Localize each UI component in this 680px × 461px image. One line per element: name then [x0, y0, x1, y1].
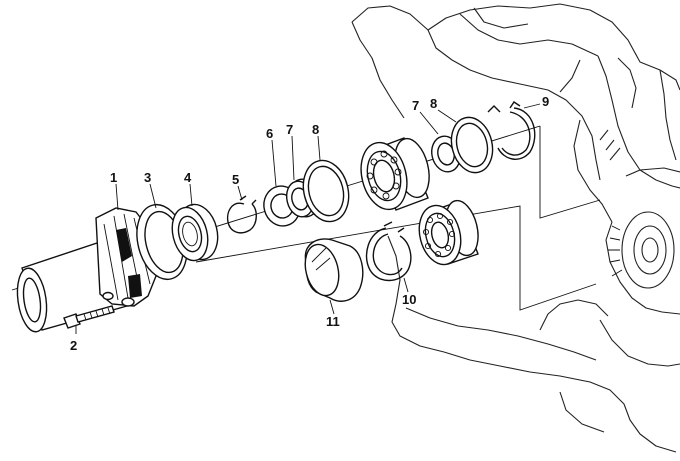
- callout-10: 10: [402, 292, 416, 307]
- transmission-housing: [351, 3, 680, 453]
- callout-8-lower: 8: [312, 122, 319, 137]
- callout-6: 6: [266, 126, 273, 141]
- part-retaining-ring-lower: [365, 221, 412, 282]
- callout-labels: 1 2 3 4 5 6 7 8 7 8 9 10 11: [70, 94, 549, 353]
- callout-8-upper: 8: [430, 96, 437, 111]
- callout-2: 2: [70, 338, 77, 353]
- part-ball-bearing-upper: [360, 137, 430, 211]
- part-large-shim-upper: [450, 116, 494, 174]
- part-large-shim: [302, 159, 350, 223]
- callout-7-upper: 7: [412, 98, 419, 113]
- callout-9: 9: [542, 94, 549, 109]
- callout-4: 4: [184, 170, 192, 185]
- callout-3: 3: [144, 170, 151, 185]
- part-retaining-ring-upper: [487, 101, 536, 160]
- part-bolt: [63, 305, 115, 329]
- part-ball-bearing-lower: [418, 199, 479, 266]
- callout-11: 11: [326, 314, 340, 329]
- leader-lines: [75, 103, 541, 334]
- part-circlip: [226, 195, 257, 234]
- callout-5: 5: [232, 172, 239, 187]
- part-shaft-seal: [171, 203, 219, 262]
- part-cap-cover: [304, 238, 364, 302]
- callout-1: 1: [110, 170, 117, 185]
- callout-7-lower: 7: [286, 122, 293, 137]
